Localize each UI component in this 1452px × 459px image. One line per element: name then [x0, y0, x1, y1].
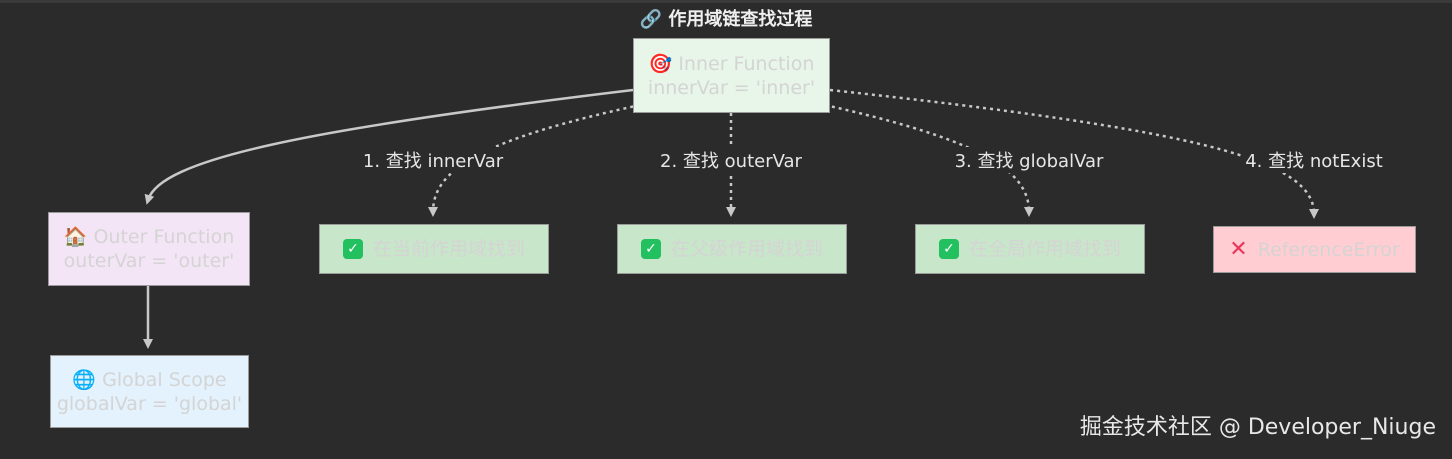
edge-inner-outer	[144, 88, 634, 205]
node-global-scope: 🌐 Global Scope globalVar = 'global'	[50, 355, 249, 428]
edge-label-2: 2. 查找 outerVar	[657, 147, 805, 173]
edge-label-4: 4. 查找 notExist	[1242, 147, 1386, 173]
house-icon: 🏠	[63, 226, 88, 248]
edge-label-1: 1. 查找 innerVar	[359, 147, 507, 173]
check-icon: ✓	[342, 239, 363, 259]
diagram-title: 🔗 作用域链查找过程	[639, 9, 813, 30]
node-found-parent: ✓在父级作用域找到	[617, 224, 847, 274]
edge-1	[428, 103, 641, 217]
target-icon: 🎯	[648, 52, 673, 75]
edge-4	[829, 88, 1319, 219]
top-border	[0, 0, 1452, 3]
check-icon: ✓	[938, 239, 959, 259]
globe-icon: 🌐	[72, 368, 97, 391]
node-found-global: ✓在全局作用域找到	[915, 224, 1145, 274]
node-reference-error: ✕ReferenceError	[1213, 226, 1416, 273]
check-icon: ✓	[640, 239, 661, 259]
link-icon: 🔗	[639, 9, 663, 30]
edge-label-3: 3. 查找 globalVar	[951, 147, 1107, 173]
node-outer-function: 🏠 Outer Function outerVar = 'outer'	[48, 212, 250, 286]
watermark: 掘金技术社区 @ Developer_Niuge	[1079, 415, 1436, 440]
node-inner-function: 🎯 Inner Function innerVar = 'inner'	[633, 38, 830, 113]
node-found-current: ✓在当前作用域找到	[319, 224, 549, 274]
cross-icon: ✕	[1229, 236, 1248, 262]
